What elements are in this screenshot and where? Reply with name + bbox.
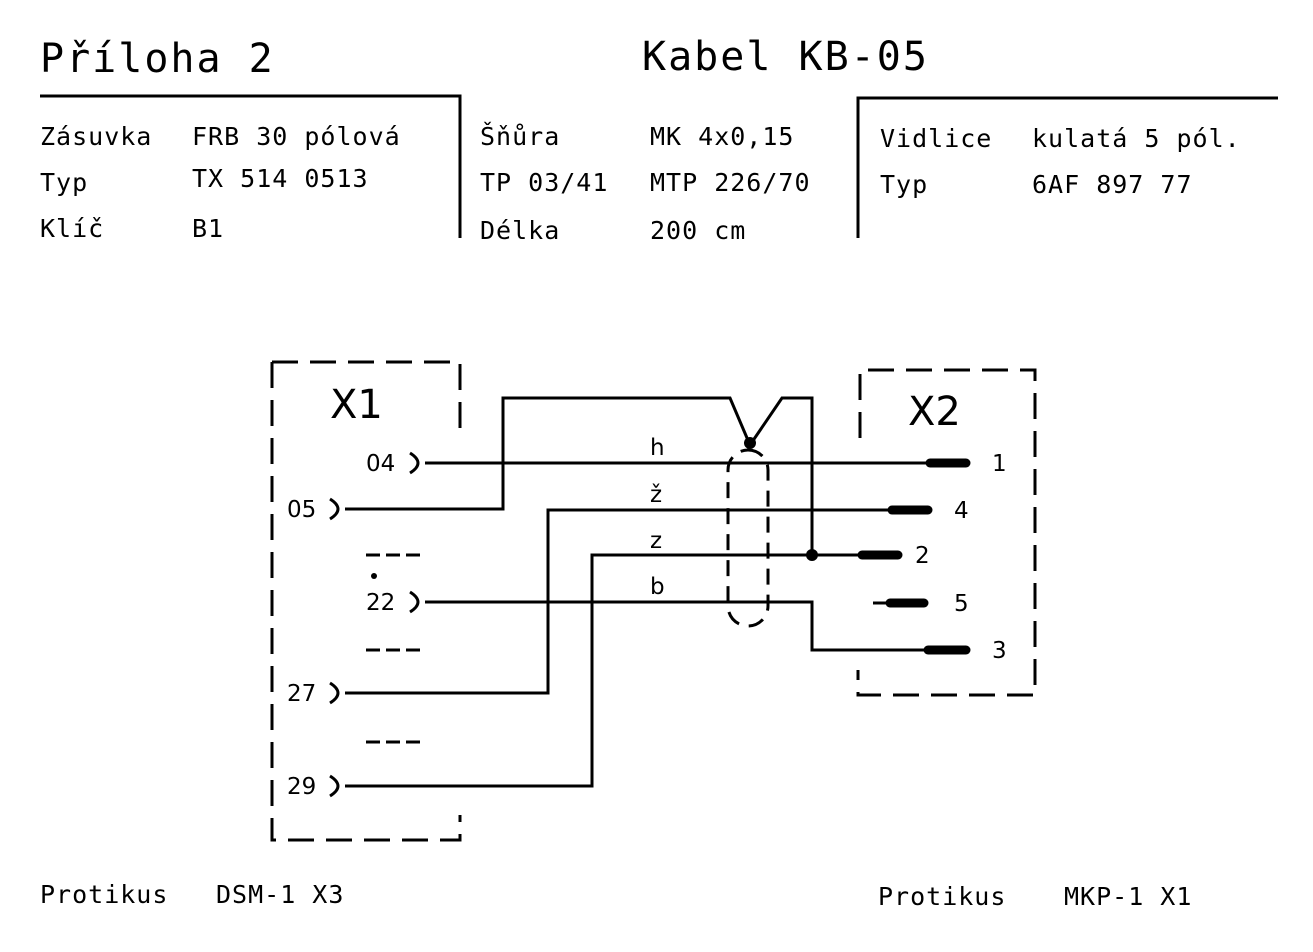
col1-value-2: B1 — [192, 214, 225, 243]
cable-shield — [726, 448, 770, 628]
x2-box — [856, 368, 1037, 697]
footer-left-label: Protikus — [40, 880, 169, 909]
x1-pin-05: 05 — [287, 497, 316, 523]
x1-pin-22: 22 — [366, 590, 395, 616]
col2-label-0: Šňůra — [480, 122, 561, 151]
col2-value-0: MK 4x0,15 — [650, 122, 795, 151]
x2-label: X2 — [908, 389, 961, 435]
x2-pin-2: 2 — [915, 543, 930, 569]
cable-title: Kabel KB-05 — [642, 34, 929, 80]
col1-value-0: FRB 30 pólová — [192, 122, 401, 151]
junction-dot — [806, 549, 818, 561]
col1-value-1: TX 514 0513 — [192, 164, 369, 193]
footer-right-label: Protikus — [878, 882, 1007, 911]
wire-z — [345, 553, 860, 788]
junction-dot — [744, 437, 756, 449]
wire-label-z: z — [650, 528, 662, 554]
footer-right-value: MKP-1 X1 — [1064, 882, 1193, 911]
socket-29 — [329, 774, 340, 798]
header-frame-1 — [40, 94, 462, 238]
col3-value-0: kulatá 5 pól. — [1032, 124, 1241, 153]
col2-value-1: MTP 226/70 — [650, 168, 811, 197]
x1-label: X1 — [330, 382, 383, 428]
x1-pin-27: 27 — [287, 681, 316, 707]
x1-box — [270, 360, 462, 842]
appendix-title: Příloha 2 — [40, 36, 275, 82]
col3-label-1: Typ — [880, 170, 929, 199]
col3-label-0: Vidlice — [880, 124, 993, 153]
col3-value-1: 6AF 897 77 — [1032, 170, 1193, 199]
wire-b — [425, 600, 925, 652]
socket-04 — [409, 451, 420, 475]
footer-left-value: DSM-1 X3 — [216, 880, 345, 909]
socket-27 — [329, 681, 340, 705]
header-frame-2 — [856, 96, 1278, 238]
x1-pin-04: 04 — [366, 451, 395, 477]
col2-label-2: Délka — [480, 216, 561, 245]
col2-value-2: 200 cm — [650, 216, 747, 245]
x2-pin-5: 5 — [954, 591, 969, 617]
wire-05 — [345, 396, 814, 555]
col1-label-1: Typ — [40, 168, 89, 197]
socket-22 — [409, 590, 420, 614]
x2-pin-3: 3 — [992, 638, 1007, 664]
x1-pin-29: 29 — [287, 774, 316, 800]
wire-label-zh: ž — [650, 482, 662, 508]
wire-label-h: h — [650, 435, 665, 461]
col1-label-2: Klíč — [40, 214, 105, 243]
col2-label-1: TP 03/41 — [480, 168, 609, 197]
dot — [371, 573, 377, 579]
socket-05 — [329, 497, 340, 521]
x2-pin-4: 4 — [954, 498, 969, 524]
x2-pin-1: 1 — [992, 451, 1007, 477]
col1-label-0: Zásuvka — [40, 122, 153, 151]
wire-label-b: b — [650, 574, 665, 600]
